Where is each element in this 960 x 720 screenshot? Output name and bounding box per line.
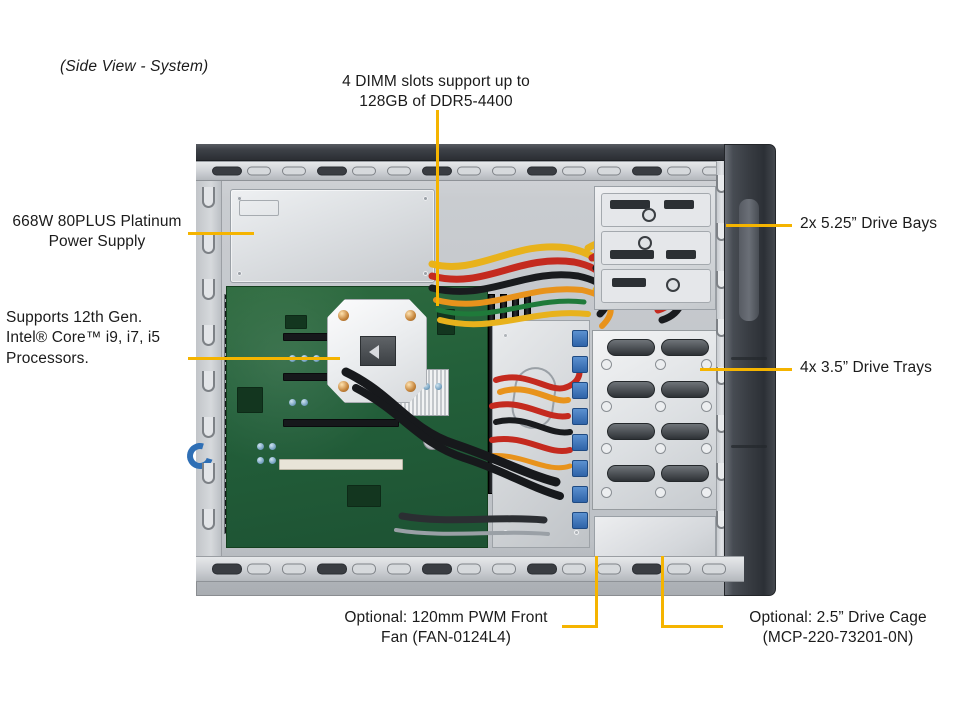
leader-line-front-fan-horizontal (562, 625, 598, 628)
chassis-vent-cutout (562, 166, 586, 176)
rear-expansion-slot (202, 371, 215, 392)
chassis-vent-cutout (457, 563, 481, 575)
chassis-vent-cutout (282, 166, 306, 176)
chassis-vent-cutout (212, 166, 242, 176)
annotation-drive-trays-35: 4x 3.5” Drive Trays (800, 359, 932, 376)
chassis-vent-cutout (352, 563, 376, 575)
chassis-top-bar (196, 144, 744, 161)
leader-line-dimm (436, 110, 439, 306)
rear-expansion-slot (202, 279, 215, 300)
rear-expansion-slot (202, 187, 215, 208)
chassis-vent-cutout (632, 563, 662, 575)
chassis-bottom-vent-rail (196, 556, 744, 582)
chassis-vent-cutout (492, 166, 516, 176)
cpu-heatsink (327, 299, 427, 403)
rear-expansion-slot (202, 417, 215, 438)
power-supply-unit (230, 189, 435, 283)
bezel-highlight-strip (739, 199, 759, 321)
cpu-heatsink-label (360, 336, 396, 366)
annotation-power-supply: 668W 80PLUS Platinum Power Supply (12, 213, 182, 251)
chassis-vent-cutout (317, 563, 347, 575)
chassis-vent-cutout (247, 563, 271, 575)
leader-line-drive-cage-horizontal (661, 625, 723, 628)
chassis-vent-cutout (212, 563, 242, 575)
motherboard (226, 286, 488, 548)
chassis-vent-cutout (597, 563, 621, 575)
leader-line-drive-bays-525 (726, 224, 792, 227)
rear-expansion-slot (202, 509, 215, 530)
leader-line-processors (188, 357, 340, 360)
chassis-vent-cutout (527, 166, 557, 176)
chassis-top-vent-rail (196, 161, 744, 181)
cmos-battery (423, 431, 442, 450)
chassis-vent-cutout (597, 166, 621, 176)
view-title: (Side View - System) (60, 58, 209, 75)
chassis-vent-cutout (387, 166, 411, 176)
chassis-vent-cutout (282, 563, 306, 575)
chassis-vent-cutout (702, 563, 726, 575)
rear-expansion-slot (202, 233, 215, 254)
annotation-dimm: 4 DIMM slots support up to 128GB of DDR5… (342, 73, 530, 111)
sata-connector-strip (572, 330, 588, 530)
chassis-vent-cutout (422, 563, 452, 575)
chassis-vent-cutout (352, 166, 376, 176)
chassis-vent-cutout (667, 166, 691, 176)
chassis-vent-cutout (632, 166, 662, 176)
annotation-drive-bays-525: 2x 5.25” Drive Bays (800, 215, 938, 232)
chassis-vent-cutout (492, 563, 516, 575)
chassis-vent-cutout (667, 563, 691, 575)
leader-line-drive-cage-vertical (661, 556, 664, 628)
3-5-inch-drive-tray-cage (592, 330, 718, 510)
chassis-rear-slot-column (182, 181, 222, 556)
chassis-vent-cutout (457, 166, 481, 176)
5-25-inch-drive-bay (594, 186, 716, 310)
annotation-drive-cage-25: Optional: 2.5” Drive Cage (MCP-220-73201… (749, 609, 927, 647)
rear-expansion-slot (202, 463, 215, 484)
chassis-vent-cutout (247, 166, 271, 176)
chassis-vent-cutout (527, 563, 557, 575)
annotation-processors: Supports 12th Gen. Intel® Core™ i9, i7, … (6, 309, 161, 367)
chassis-vent-cutout (317, 166, 347, 176)
rear-expansion-slot (202, 325, 215, 346)
leader-line-front-fan-vertical (595, 556, 598, 628)
annotation-front-fan: Optional: 120mm PWM Front Fan (FAN-0124L… (344, 609, 548, 647)
chassis-vent-cutout (387, 563, 411, 575)
chassis-vent-cutout (562, 563, 586, 575)
leader-line-drive-trays-35 (700, 368, 792, 371)
server-chassis-illustration (182, 144, 776, 596)
leader-line-power-supply (188, 232, 254, 235)
